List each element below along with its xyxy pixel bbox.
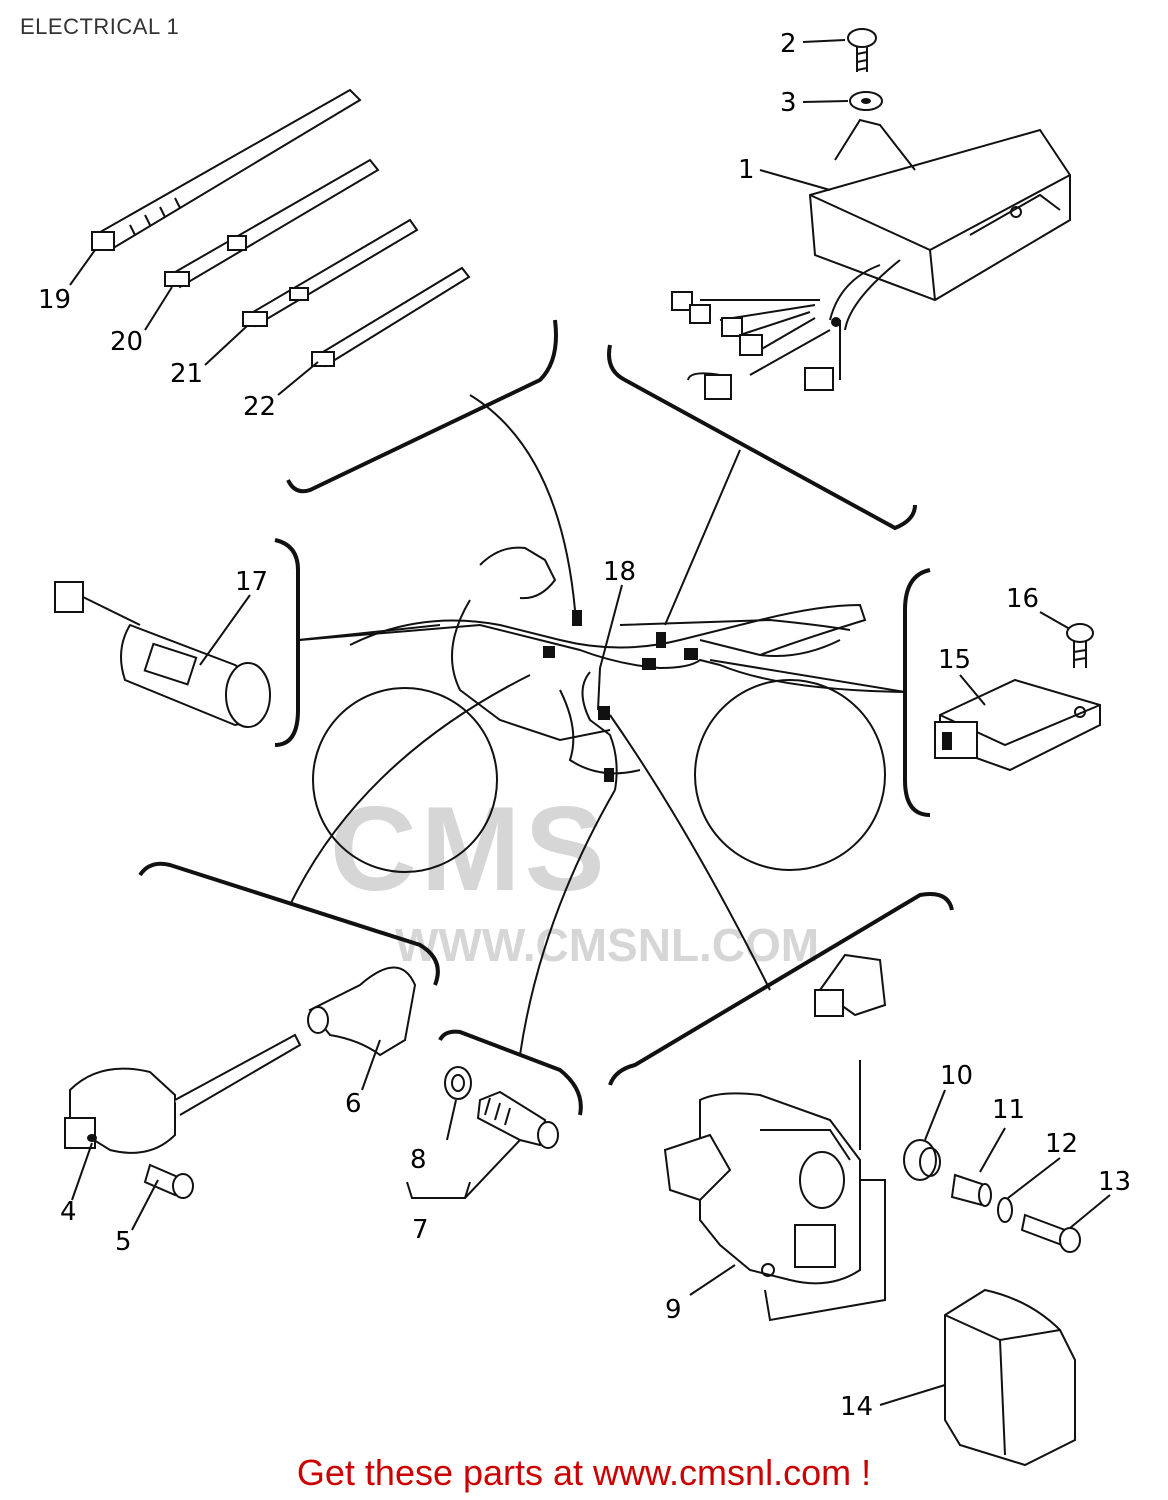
callout-16: 16 — [1006, 584, 1039, 614]
callout-20: 20 — [110, 327, 143, 357]
part-2-screw — [847, 28, 877, 72]
part-19-cable-tie — [91, 88, 362, 252]
part-12-washer — [997, 1197, 1013, 1223]
part-14-cover — [944, 1288, 1076, 1467]
part-10-grommet — [903, 1139, 941, 1181]
part-4-solenoid — [64, 1033, 302, 1154]
callout-5: 5 — [115, 1227, 132, 1257]
bracket-lines — [138, 319, 954, 1116]
part-5-bolt — [143, 1163, 194, 1199]
part-1-ignitor-unit — [671, 118, 1071, 400]
callout-22: 22 — [243, 392, 276, 422]
callout-1: 1 — [738, 155, 755, 185]
callout-labels: 2 3 1 19 20 21 22 17 18 16 15 4 5 6 8 7 … — [38, 29, 1131, 1422]
callout-10: 10 — [940, 1061, 973, 1091]
part-17-condenser — [54, 581, 271, 728]
part-21-cable-tie — [242, 218, 419, 328]
callout-2: 2 — [780, 29, 797, 59]
part-9-assembly — [663, 953, 887, 1322]
part-16-bolt — [1066, 623, 1094, 668]
wire-harness-18 — [299, 610, 906, 791]
callout-6: 6 — [345, 1089, 362, 1119]
watermark-url: WWW.CMSNL.COM — [395, 919, 820, 971]
callout-leaders — [69, 39, 1111, 1406]
part-22-cable-tie — [311, 266, 471, 368]
part-3-washer — [849, 91, 883, 111]
callout-13: 13 — [1098, 1167, 1131, 1197]
callout-18: 18 — [603, 557, 636, 587]
callout-17: 17 — [235, 567, 268, 597]
callout-19: 19 — [38, 285, 71, 315]
callout-15: 15 — [938, 645, 971, 675]
part-15-relay — [934, 678, 1101, 772]
part-13-screw — [1020, 1213, 1081, 1253]
callout-4: 4 — [60, 1197, 77, 1227]
callout-11: 11 — [992, 1095, 1025, 1125]
part-8-washer — [444, 1066, 472, 1100]
part-11-collar — [950, 1173, 992, 1207]
callout-7: 7 — [412, 1215, 429, 1245]
callout-12: 12 — [1045, 1129, 1078, 1159]
part-6-cap — [307, 966, 417, 1057]
callout-8: 8 — [410, 1145, 427, 1175]
part-7-switch — [406, 1090, 559, 1199]
footer-link-text[interactable]: Get these parts at www.cmsnl.com ! — [296, 1452, 872, 1493]
page-title: ELECTRICAL 1 — [20, 14, 180, 39]
callout-9: 9 — [665, 1295, 682, 1325]
part-20-cable-tie — [164, 158, 380, 289]
callout-3: 3 — [780, 88, 797, 118]
callout-14: 14 — [840, 1392, 873, 1422]
callout-21: 21 — [170, 359, 203, 389]
